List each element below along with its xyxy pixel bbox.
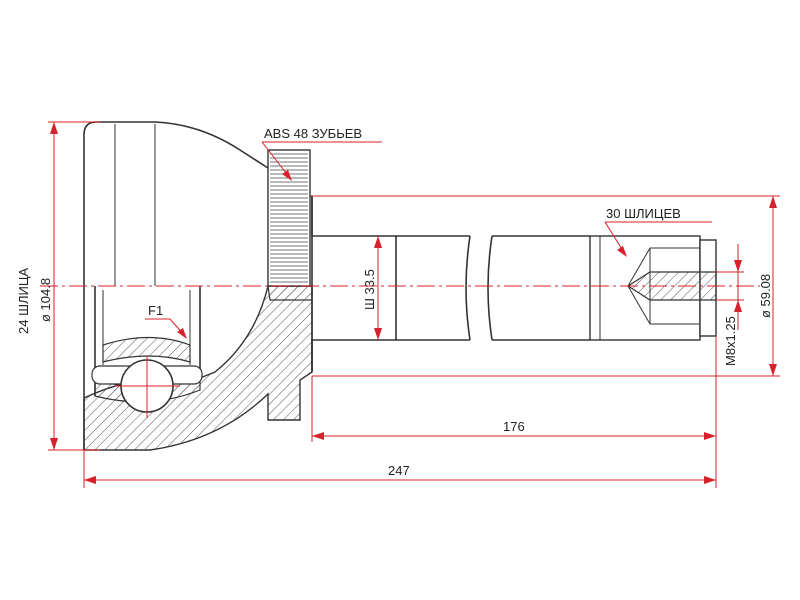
dimension-lines: [48, 121, 780, 488]
outer-diameter-label: ø 104.8: [38, 278, 53, 322]
total-length-label: 247: [388, 463, 410, 478]
seal-diameter-label: ø 59.08: [758, 274, 773, 318]
inner-race: [91, 286, 203, 418]
abs-teeth-label: ABS 48 ЗУБЬЕВ: [264, 126, 362, 141]
f1-label: F1: [148, 303, 163, 318]
shaft-splines-label: 30 ШЛИЦЕВ: [606, 206, 681, 221]
shaft-diameter-label: Ш 33.5: [362, 269, 377, 310]
thread-label: M8x1.25: [723, 316, 738, 366]
abs-ring: [267, 149, 316, 287]
inner-splines-label: 24 ШЛИЦА: [16, 268, 31, 334]
shaft-length-label: 176: [503, 419, 525, 434]
shaft: [311, 196, 717, 372]
